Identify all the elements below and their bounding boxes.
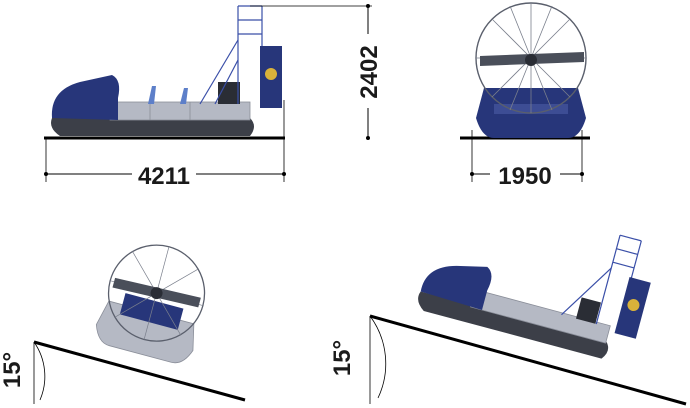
- eagle-emblem-icon: [265, 68, 277, 80]
- length-dimension: 4211: [44, 100, 286, 190]
- front-slope-angle-label: 15°: [0, 352, 26, 388]
- front-slope-ground-line: [33, 340, 246, 402]
- height-dimension: 2402: [250, 4, 383, 140]
- side-slope-skirt: [418, 291, 609, 359]
- front-view-slope: 15°: [0, 244, 246, 404]
- side-view-skirt: [51, 118, 254, 136]
- front-slope-hull: [95, 300, 195, 364]
- side-slope-cabin: [420, 265, 492, 310]
- side-view-seat: [148, 86, 156, 104]
- side-view: [44, 5, 285, 140]
- width-dimension: 1950: [470, 130, 584, 190]
- eagle-emblem-icon: [627, 299, 640, 312]
- length-dimension-label: 4211: [138, 163, 190, 190]
- width-dimension-label: 1950: [498, 163, 551, 190]
- side-slope-angle-arc: [369, 315, 387, 399]
- side-view-hull-strip: [109, 101, 251, 121]
- height-dimension-label: 2402: [356, 45, 383, 98]
- front-slope-angle-arc: [33, 341, 46, 401]
- side-view-slope: 15°: [329, 234, 687, 406]
- side-slope-angle-label: 15°: [329, 340, 356, 376]
- side-view-cabin: [51, 75, 120, 120]
- front-view: [460, 2, 590, 140]
- side-slope-ground-line: [369, 314, 687, 406]
